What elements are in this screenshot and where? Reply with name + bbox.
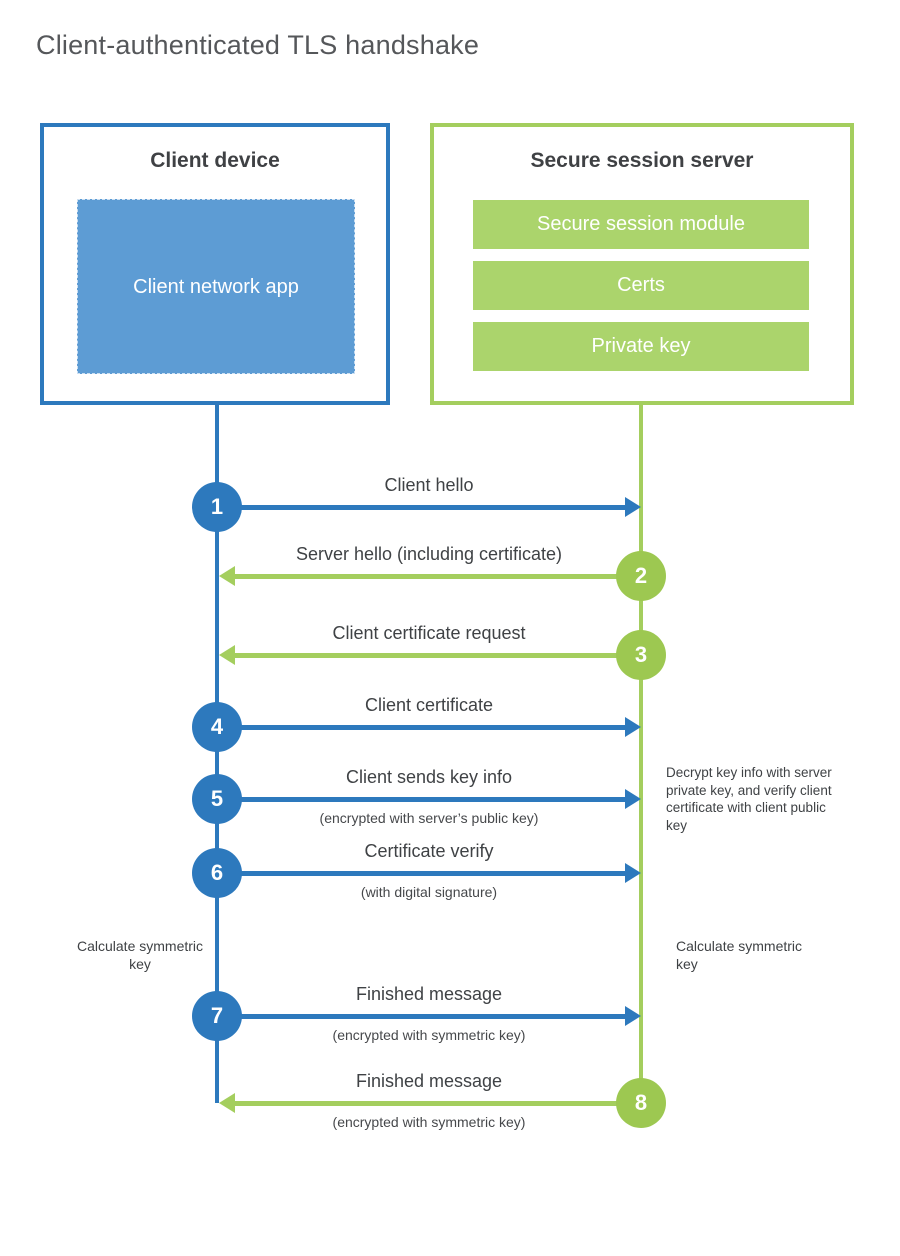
step-6-arrow: [219, 871, 625, 876]
step-6-circle: 6: [192, 848, 242, 898]
step-4-circle: 4: [192, 702, 242, 752]
step-6-sublabel: (with digital signature): [360, 884, 498, 900]
step-1-circle: 1: [192, 482, 242, 532]
step-5-sublabel: (encrypted with server’s public key): [319, 810, 539, 826]
step-4-arrowhead-right: [625, 717, 641, 737]
calculate-symmetric-key-note-client: Calculate symmetric key: [76, 938, 204, 973]
server-module-bar-secure-session-module: Secure session module: [473, 200, 809, 249]
step-5-label: Client sends key info: [345, 767, 513, 787]
step-6-arrowhead-right: [625, 863, 641, 883]
step-4-label: Client certificate: [364, 695, 494, 715]
server-module-bar-certs: Certs: [473, 261, 809, 310]
step-7-circle: 7: [192, 991, 242, 1041]
step-8-arrow: [235, 1101, 639, 1106]
server-module-label: Secure session module: [537, 213, 745, 235]
client-device-title: Client device: [150, 149, 280, 172]
server-module-label: Private key: [591, 335, 691, 357]
step-8-sublabel: (encrypted with symmetric key): [332, 1114, 526, 1130]
step-1-arrowhead-right: [625, 497, 641, 517]
server-module-label: Certs: [617, 274, 665, 296]
step-3-arrow: [235, 653, 639, 658]
calculate-symmetric-key-note-server: Calculate symmetric key: [676, 938, 803, 973]
step-7-arrowhead-right: [625, 1006, 641, 1026]
step-6-label: Certificate verify: [364, 841, 494, 861]
step-5-arrow: [219, 797, 625, 802]
step-7-arrow: [219, 1014, 625, 1019]
step-3-arrowhead-left: [219, 645, 235, 665]
step-8-arrowhead-left: [219, 1093, 235, 1113]
step-8-label: Finished message: [355, 1071, 503, 1091]
step-1-arrow: [219, 505, 625, 510]
step-3-label: Client certificate request: [332, 623, 526, 643]
client-lifeline: [215, 405, 219, 1103]
step-7-label: Finished message: [355, 984, 503, 1004]
server-module-bar-private-key: Private key: [473, 322, 809, 371]
client-network-app-box: Client network app: [77, 199, 355, 374]
step-2-arrow: [235, 574, 639, 579]
step-5-arrowhead-right: [625, 789, 641, 809]
client-network-app-label: Client network app: [133, 275, 299, 298]
secure-session-server-title: Secure session server: [530, 149, 754, 172]
step-2-circle: 2: [616, 551, 666, 601]
step-2-label: Server hello (including certificate): [295, 544, 563, 564]
step-4-arrow: [219, 725, 625, 730]
step-7-sublabel: (encrypted with symmetric key): [332, 1027, 526, 1043]
step-3-circle: 3: [616, 630, 666, 680]
step-8-circle: 8: [616, 1078, 666, 1128]
step-5-circle: 5: [192, 774, 242, 824]
server-lifeline: [639, 405, 643, 1105]
step-2-arrowhead-left: [219, 566, 235, 586]
decrypt-key-note: Decrypt key info with server private key…: [666, 765, 832, 833]
step-1-label: Client hello: [384, 475, 474, 495]
page-title: Client-authenticated TLS handshake: [36, 30, 480, 60]
